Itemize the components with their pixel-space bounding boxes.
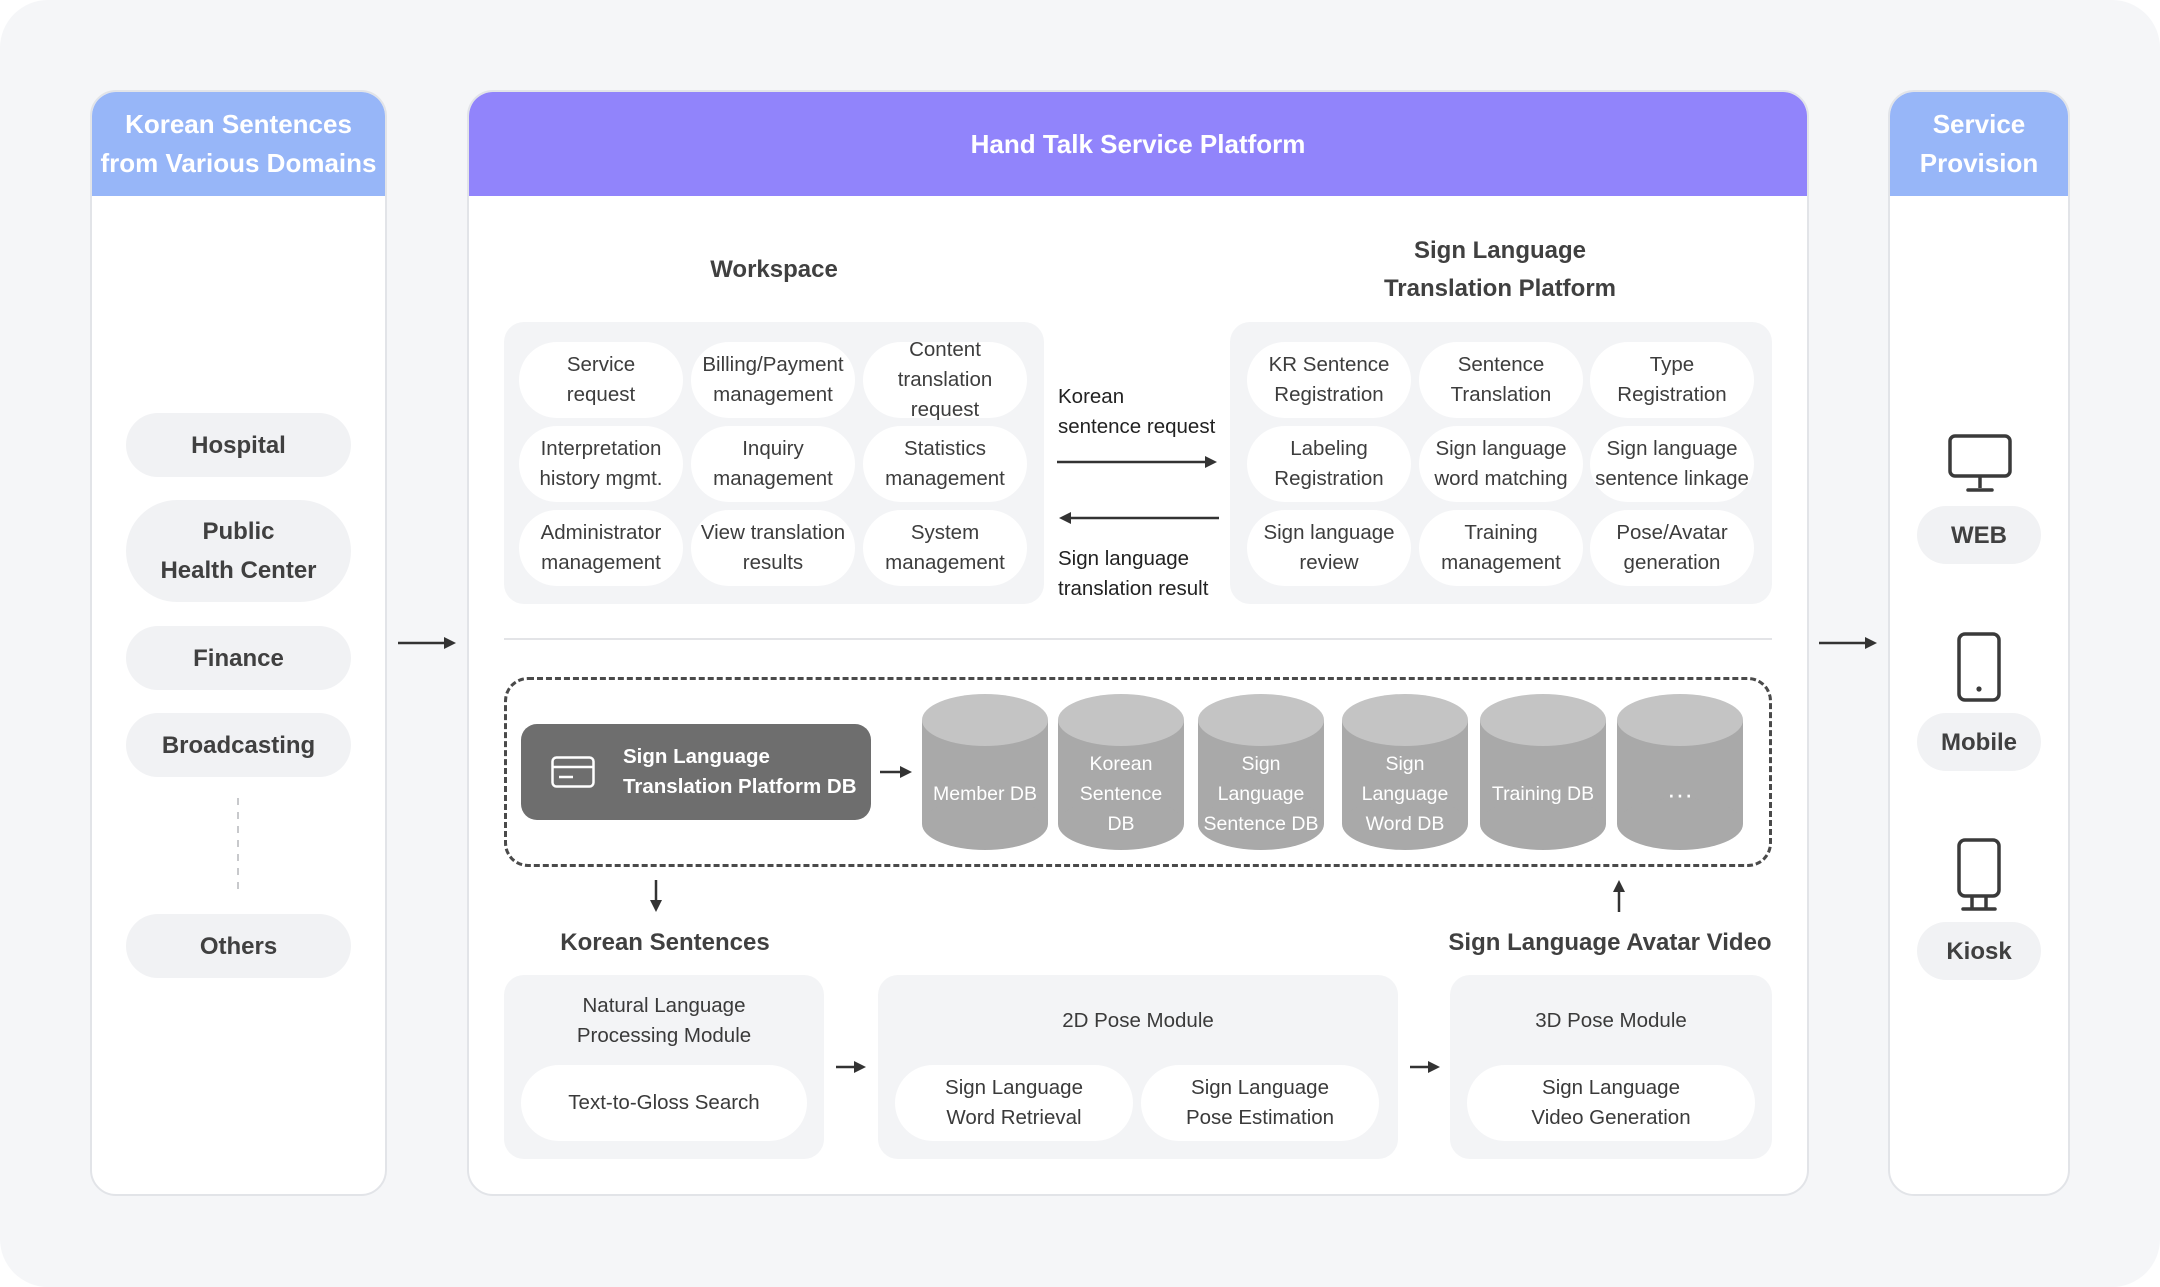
db-cylinder-label: ··· [1667,779,1693,809]
text-to-gloss-search: Text-to-Gloss Search [521,1065,807,1141]
korean-sentence-request-label: Korean sentence request [1058,385,1216,438]
db-cylinder-korean-sentence: Korean Sentence DB [1058,694,1184,850]
platform-title: Hand Talk Service Platform [469,92,1807,196]
3d-pose-module: 3D Pose Module Sign Language Video Gener… [1450,975,1772,1159]
3d-pose-module-title: 3D Pose Module [1535,1009,1687,1032]
service-provision-column: Service Provision [1888,90,2070,1196]
module-arrow-1 [836,1061,866,1073]
tp-sign-language-sentence-linkage: Sign language sentence linkage [1590,426,1754,502]
sign-language-word-retrieval: Sign Language Word Retrieval [895,1065,1133,1141]
2d-pose-module: 2D Pose Module Sign Language Word Retrie… [878,975,1398,1159]
translation-platform-db: Sign Language Translation Platform DB [521,724,871,820]
sign-language-translation-result-label: Sign language translation result [1058,547,1209,600]
tp-training-management: Training management [1419,510,1583,586]
nlp-module: Natural Language Processing Module Text-… [504,975,824,1159]
db-cylinder-training: Training DB [1480,694,1606,850]
workspace-statistics-management: Statistics management [863,426,1027,502]
nlp-module-title: Natural Language Processing Module [576,994,752,1047]
tp-labeling-registration: Labeling Registration [1247,426,1411,502]
tp-kr-sentence-registration: KR Sentence Registration [1247,342,1411,418]
service-provision-title: Service Provision [1890,92,2068,196]
workspace-interpretation-history: Interpretation history mgmt. [519,426,683,502]
db-cylinder-more: ··· [1617,694,1743,850]
db-cylinder-member: Member DB [922,694,1048,850]
workspace-view-translation-results: View translation results [691,510,855,586]
kiosk-icon [1957,838,2001,911]
db-cylinder-label: Sign Language Word DB [1361,753,1449,835]
tp-type-registration: Type Registration [1590,342,1754,418]
tp-pose-avatar-generation: Pose/Avatar generation [1590,510,1754,586]
korean-sentences-heading: Korean Sentences [560,929,770,956]
db-cylinder-sign-language-word: Sign Language Word DB [1342,694,1468,850]
source-domains-title: Korean Sentences from Various Domains [92,92,385,196]
input-arrow [398,637,456,649]
database-group [504,677,1772,867]
down-arrow [650,880,662,912]
domain-continuation-dashes [237,798,239,892]
tp-sign-language-review: Sign language review [1247,510,1411,586]
workspace-content-translation-request: Content translation request [863,338,1027,421]
sign-language-avatar-video-heading: Sign Language Avatar Video [1448,929,1772,956]
sign-language-pose-estimation: Sign Language Pose Estimation [1141,1065,1379,1141]
module-arrow-2 [1410,1061,1440,1073]
db-link-arrow [880,766,912,778]
output-arrow [1819,637,1877,649]
mobile-phone-icon [1957,632,2001,702]
result-arrow [1059,512,1219,524]
domain-others: Others [126,914,351,978]
request-arrow [1057,456,1217,468]
domain-broadcasting: Broadcasting [126,713,351,777]
channel-kiosk: Kiosk [1917,922,2041,980]
workspace-heading: Workspace [710,256,838,283]
card-icon [551,756,595,788]
translation-platform-heading: Sign Language Translation Platform [1383,237,1617,302]
db-cylinder-label: Member DB [932,783,1038,805]
db-cylinder-sign-language-sentence: Sign Language Sentence DB [1198,694,1324,850]
tp-sentence-translation: Sentence Translation [1419,342,1583,418]
workspace-inquiry-management: Inquiry management [691,426,855,502]
workspace-administrator-management: Administrator management [519,510,683,586]
db-cylinder-label: Korean Sentence DB [1079,753,1163,835]
translation-platform-db-label: Sign Language Translation Platform DB [623,745,857,798]
sign-language-video-generation: Sign Language Video Generation [1467,1065,1755,1141]
section-divider [504,638,1772,640]
domain-hospital: Hospital [126,413,351,477]
workspace-billing-payment: Billing/Payment management [691,342,855,418]
domain-finance: Finance [126,626,351,690]
db-cylinder-label: Training DB [1491,783,1595,805]
up-arrow [1613,880,1625,912]
2d-pose-module-title: 2D Pose Module [1062,1009,1214,1032]
tp-sign-language-word-matching: Sign language word matching [1419,426,1583,502]
channel-mobile: Mobile [1917,713,2041,771]
channel-web: WEB [1917,506,2041,564]
monitor-icon [1948,434,2012,492]
workspace-service-request: Service request [519,342,683,418]
db-cylinder-label: Sign Language Sentence DB [1203,753,1319,835]
workspace-system-management: System management [863,510,1027,586]
domain-public-health-center: Public Health Center [126,500,351,602]
